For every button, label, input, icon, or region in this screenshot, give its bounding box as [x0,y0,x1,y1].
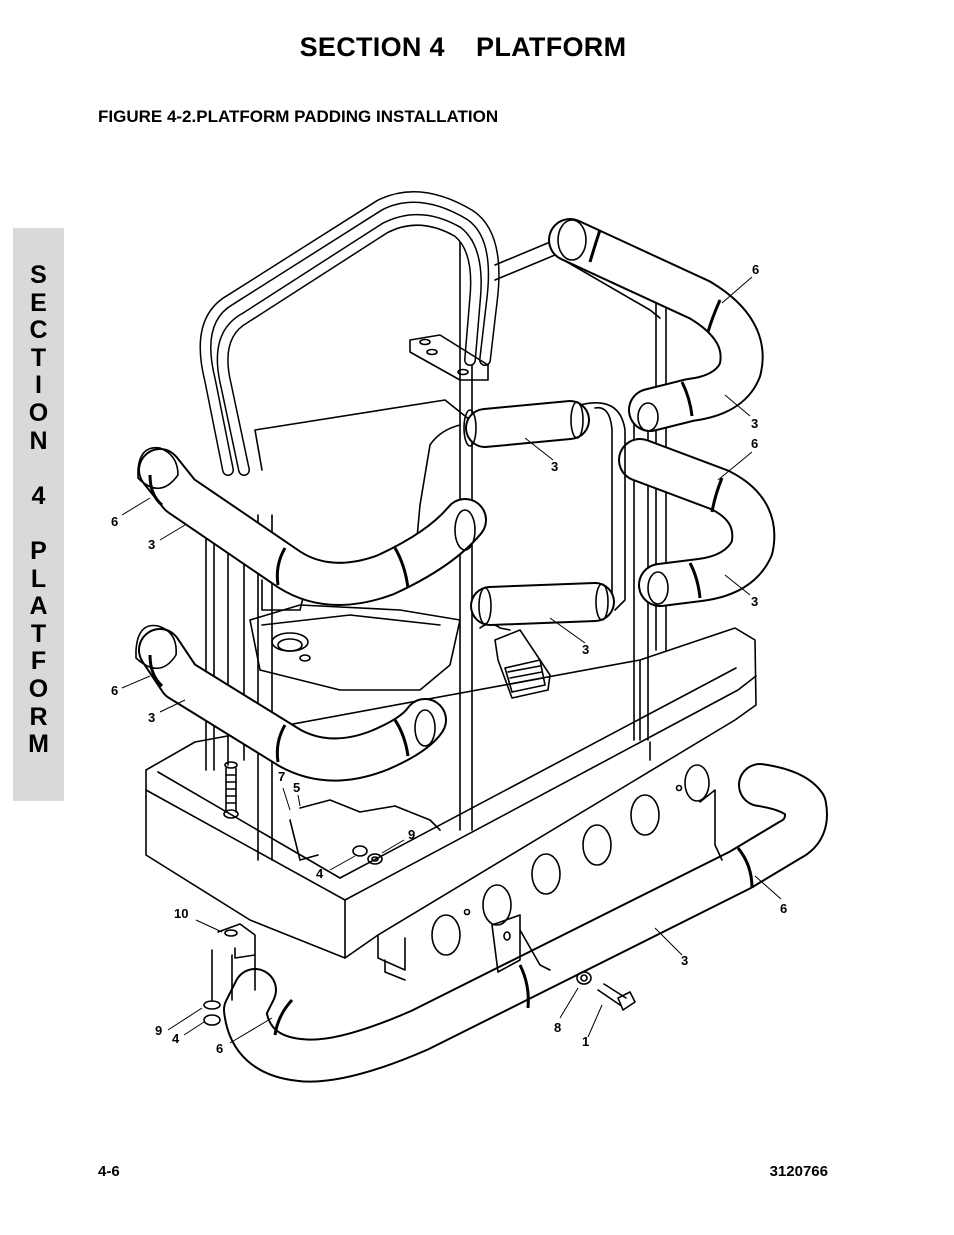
platform-base [145,627,757,981]
side-tab-letter: P [30,536,47,565]
figure-title: FIGURE 4-2.PLATFORM PADDING INSTALLATION [98,107,499,126]
side-tab-letter: I [35,371,42,400]
upper-right-rail [548,218,764,432]
callout-6: 6 [752,262,759,277]
bottom-front-rail [223,763,828,1083]
callout-9: 9 [408,827,415,842]
callout-4: 4 [172,1031,180,1046]
callout-6: 6 [111,514,118,529]
callout-8: 8 [554,1020,561,1035]
callout-9: 9 [155,1023,162,1038]
leader-lines [121,276,782,1044]
document-number: 3120766 [769,1163,828,1180]
side-tab-letter: 4 [31,481,46,510]
side-tab-letter: M [28,730,49,759]
callout-10: 10 [174,906,188,921]
side-tab-letter: C [29,316,48,345]
side-tab-letter: R [29,702,48,731]
side-tab-letter: A [29,592,48,621]
section-title: SECTION 4 PLATFORM [299,32,627,62]
inner-top-pads [414,400,626,626]
side-tab-letter: L [30,564,47,593]
side-tab-letter: E [30,288,47,317]
callout-6: 6 [780,901,787,916]
side-tab-letter: S [30,261,47,289]
top-back-rail [199,191,661,476]
side-tab-letter: T [30,619,47,648]
callout-1: 1 [582,1034,589,1049]
callout-3: 3 [148,710,155,725]
page-number: 4-6 [98,1163,120,1180]
callout-4: 4 [316,866,324,881]
mounting-bracket [409,334,489,381]
callout-3: 3 [582,642,589,657]
side-tab-letter: T [30,343,47,372]
mounting-hardware [203,761,636,1026]
callout-3: 3 [751,416,758,431]
upper-left-rail [137,446,487,606]
lower-left-rail [135,624,447,782]
callout-3: 3 [751,594,758,609]
callout-3: 3 [148,537,155,552]
callout-5: 5 [293,780,300,795]
side-tab-letter: O [28,398,49,427]
middle-right-rail [618,438,776,607]
callout-3: 3 [551,459,558,474]
callout-6: 6 [216,1041,223,1056]
callout-6: 6 [751,436,758,451]
side-tab-letter: N [29,426,48,455]
side-tab-letter: F [30,647,47,676]
callout-7: 7 [278,769,285,784]
callout-labels: 6 3 6 3 3 6 3 6 3 3 3 7 5 9 4 6 3 10 9 4… [111,262,787,1056]
callout-3: 3 [681,953,688,968]
side-tab-letter: O [28,674,49,703]
callout-6: 6 [111,683,118,698]
